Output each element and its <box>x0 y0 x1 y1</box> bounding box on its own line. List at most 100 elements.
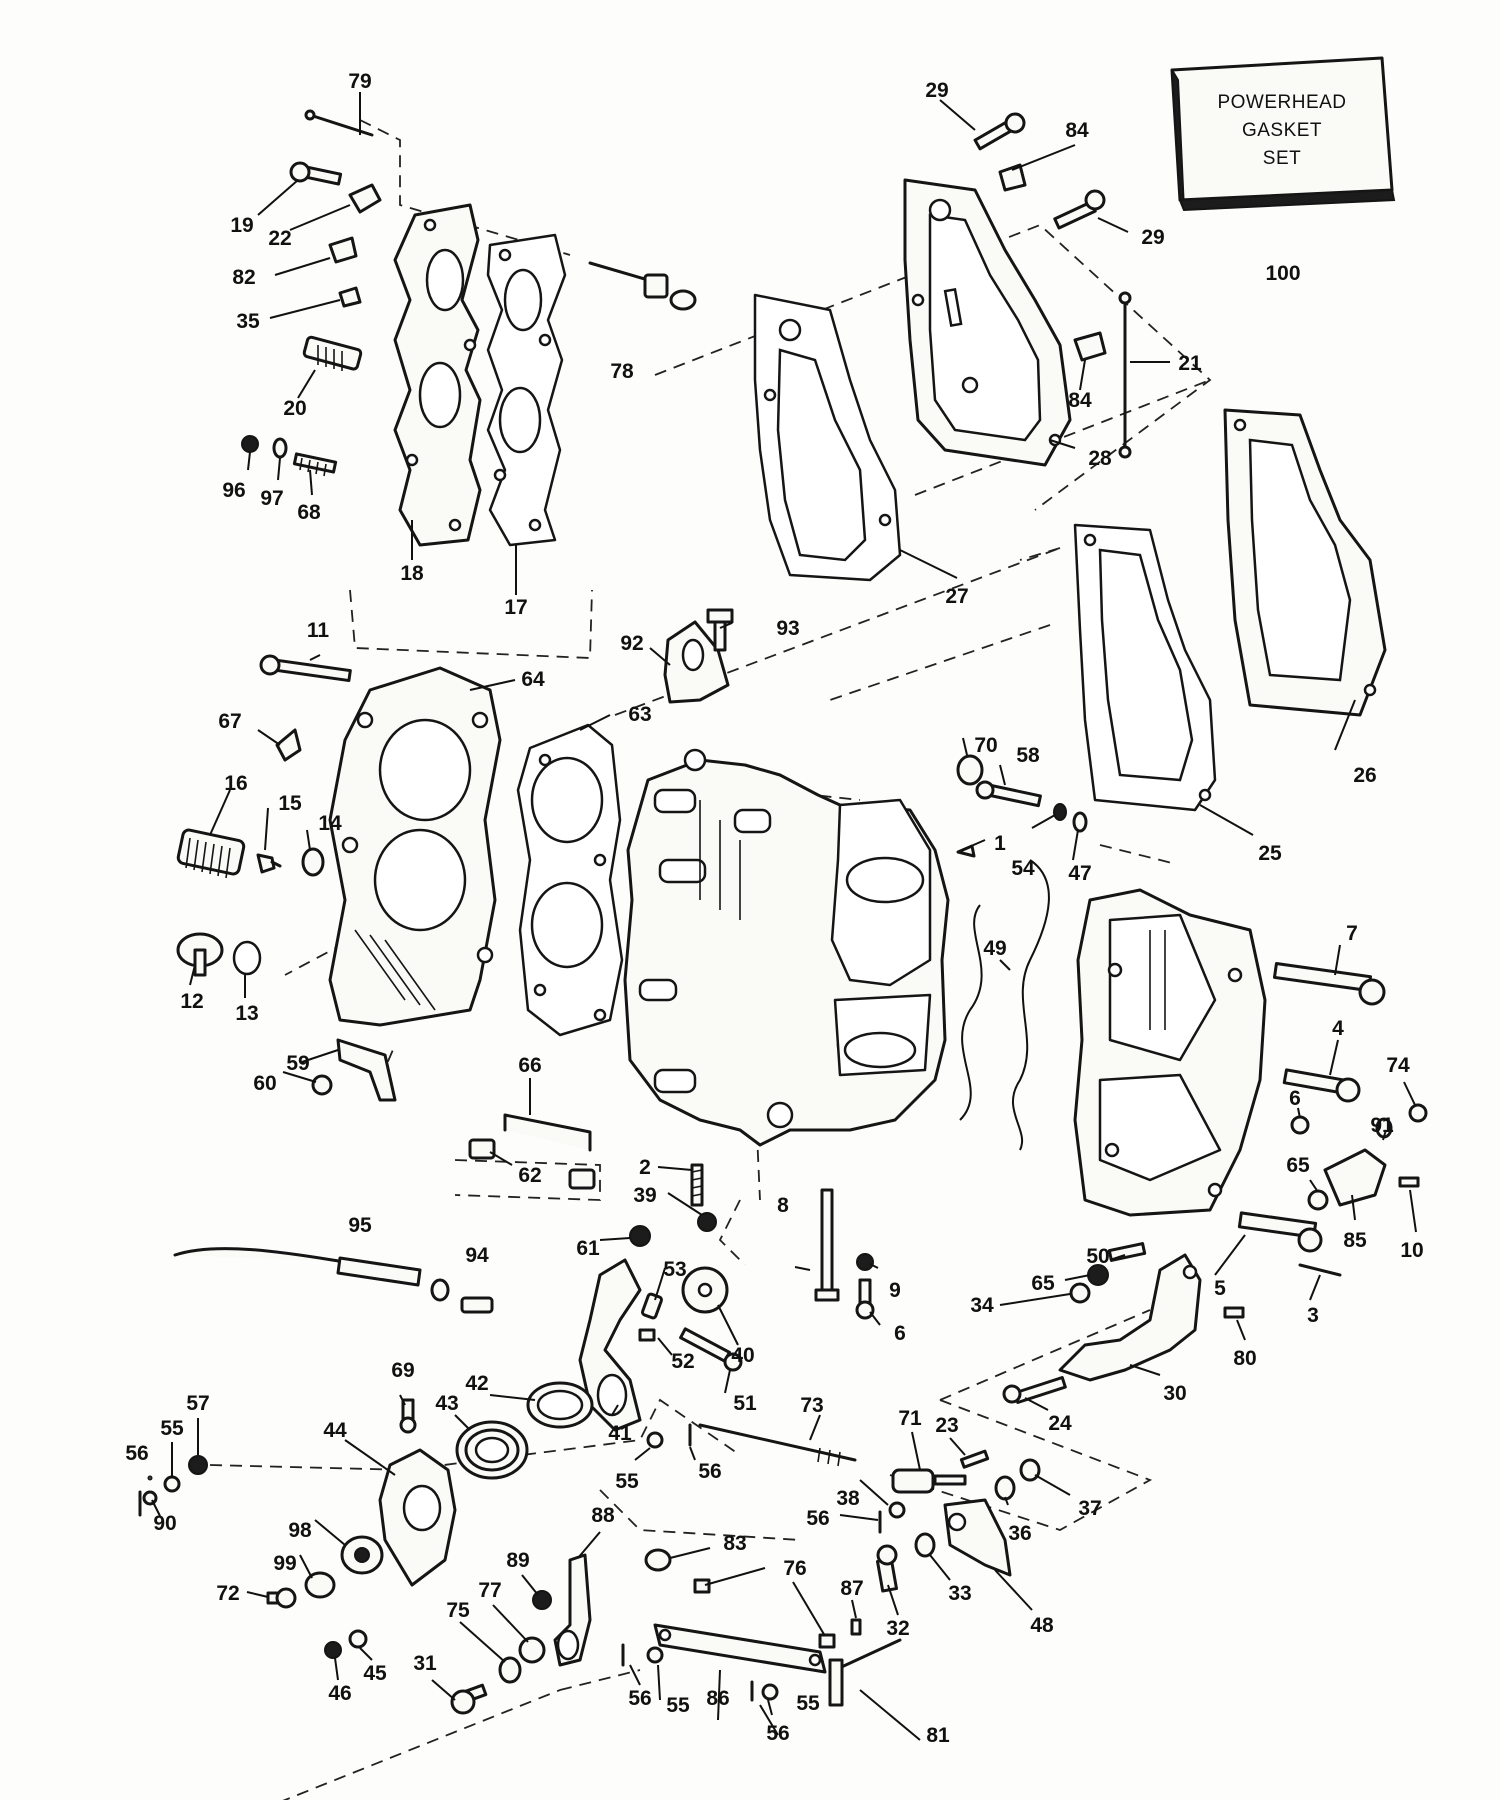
lever-88 <box>553 1553 592 1667</box>
screw-72 <box>266 1587 297 1609</box>
callout-84-a: 84 <box>1065 119 1089 142</box>
callout-31: 31 <box>413 1652 437 1675</box>
clip-35 <box>338 286 362 308</box>
callout-98: 98 <box>288 1519 312 1542</box>
gasket-13 <box>232 940 262 976</box>
nut-57 <box>188 1455 208 1475</box>
bracket-92 <box>663 620 730 704</box>
screw-29-right <box>1053 189 1106 230</box>
callout-labels: 79 29 84 29 100 19 22 82 35 20 96 97 68 … <box>125 70 1423 1747</box>
callout-65-a: 65 <box>1286 1154 1310 1177</box>
gasket-26 <box>1223 408 1387 717</box>
callout-41: 41 <box>608 1422 632 1445</box>
callout-47: 47 <box>1068 862 1091 885</box>
callout-69: 69 <box>391 1359 414 1382</box>
cylinder-block <box>623 748 950 1147</box>
screw-76-right <box>818 1633 836 1649</box>
fitting-85 <box>1323 1148 1387 1207</box>
callout-55-c: 55 <box>666 1694 690 1717</box>
callout-94: 94 <box>465 1244 489 1267</box>
callout-91: 91 <box>1370 1114 1394 1137</box>
rod-81 <box>828 1638 902 1707</box>
rod-21 <box>1118 291 1132 459</box>
lever-30 <box>1058 1253 1202 1382</box>
washer-55-left-a <box>163 1475 181 1493</box>
callout-22: 22 <box>268 227 291 250</box>
bolt-32 <box>876 1544 898 1593</box>
gasket-set-line3: SET <box>1263 148 1301 169</box>
callout-63: 63 <box>628 703 651 726</box>
exhaust-cover-28 <box>903 178 1072 467</box>
nut-61 <box>629 1225 651 1247</box>
screw-23 <box>959 1449 990 1469</box>
callout-65-b: 65 <box>1031 1272 1055 1295</box>
callout-14: 14 <box>318 812 342 835</box>
callout-25: 25 <box>1258 842 1282 865</box>
callout-57: 57 <box>186 1392 209 1415</box>
nut-9 <box>856 1253 874 1271</box>
callout-97: 97 <box>260 487 283 510</box>
washer-75 <box>498 1656 522 1684</box>
callout-46: 46 <box>328 1682 351 1705</box>
screw-76-left <box>693 1578 711 1594</box>
callout-88: 88 <box>591 1504 615 1527</box>
washer-55-bottom-b <box>761 1683 779 1701</box>
callout-74: 74 <box>1386 1054 1410 1077</box>
callout-93: 93 <box>776 617 799 640</box>
callout-18: 18 <box>400 562 424 585</box>
callout-30: 30 <box>1163 1382 1186 1405</box>
washer-47 <box>1072 811 1088 833</box>
callout-16: 16 <box>224 772 247 795</box>
crankcase-cover <box>1073 888 1267 1217</box>
callout-39: 39 <box>633 1184 656 1207</box>
cylinder-head-64 <box>328 666 502 1027</box>
connector-71 <box>891 1468 967 1494</box>
nut-89 <box>532 1590 552 1610</box>
washer-37 <box>1019 1458 1041 1482</box>
callout-48: 48 <box>1030 1614 1054 1637</box>
callout-79: 79 <box>348 70 371 93</box>
callout-38: 38 <box>836 1487 860 1510</box>
nut-65-lower <box>1087 1264 1109 1286</box>
fitting-52 <box>638 1328 656 1342</box>
bolt-8 <box>814 1188 840 1302</box>
powerhead-gasket-set-box: POWERHEAD GASKET SET <box>1170 56 1396 212</box>
valve-78 <box>588 261 697 311</box>
fitting-94 <box>430 1278 494 1314</box>
callout-62: 62 <box>518 1164 541 1187</box>
callout-50: 50 <box>1086 1245 1109 1268</box>
callout-13: 13 <box>235 1002 258 1025</box>
washer-54 <box>1053 803 1067 821</box>
callout-70: 70 <box>974 734 997 757</box>
washer-40 <box>681 1266 729 1314</box>
pin-3 <box>1298 1263 1342 1277</box>
stud-2 <box>690 1163 704 1207</box>
pin-87 <box>850 1618 862 1636</box>
callout-76: 76 <box>783 1557 806 1580</box>
callout-77: 77 <box>478 1579 501 1602</box>
callout-89: 89 <box>506 1549 529 1572</box>
callout-55-a: 55 <box>160 1417 184 1440</box>
callout-37: 37 <box>1078 1497 1101 1520</box>
callout-28: 28 <box>1088 447 1112 470</box>
callout-67: 67 <box>218 710 241 733</box>
callout-42: 42 <box>465 1372 488 1395</box>
thermostat-12 <box>176 932 224 977</box>
screw-58 <box>975 780 1042 808</box>
sensor-20 <box>302 335 363 371</box>
screw-29-top <box>973 112 1026 151</box>
callout-23: 23 <box>935 1414 958 1437</box>
callout-40: 40 <box>731 1344 754 1367</box>
nut-39 <box>697 1212 717 1232</box>
ring-42 <box>526 1381 594 1429</box>
callout-43: 43 <box>435 1392 458 1415</box>
fitting-65-right <box>1307 1189 1329 1211</box>
callout-10: 10 <box>1400 1239 1423 1262</box>
callout-55-b: 55 <box>615 1470 639 1493</box>
callout-64: 64 <box>521 668 545 691</box>
callout-8: 8 <box>777 1194 789 1217</box>
callout-72: 72 <box>216 1582 239 1605</box>
callout-45: 45 <box>363 1662 387 1685</box>
callout-33: 33 <box>948 1582 971 1605</box>
